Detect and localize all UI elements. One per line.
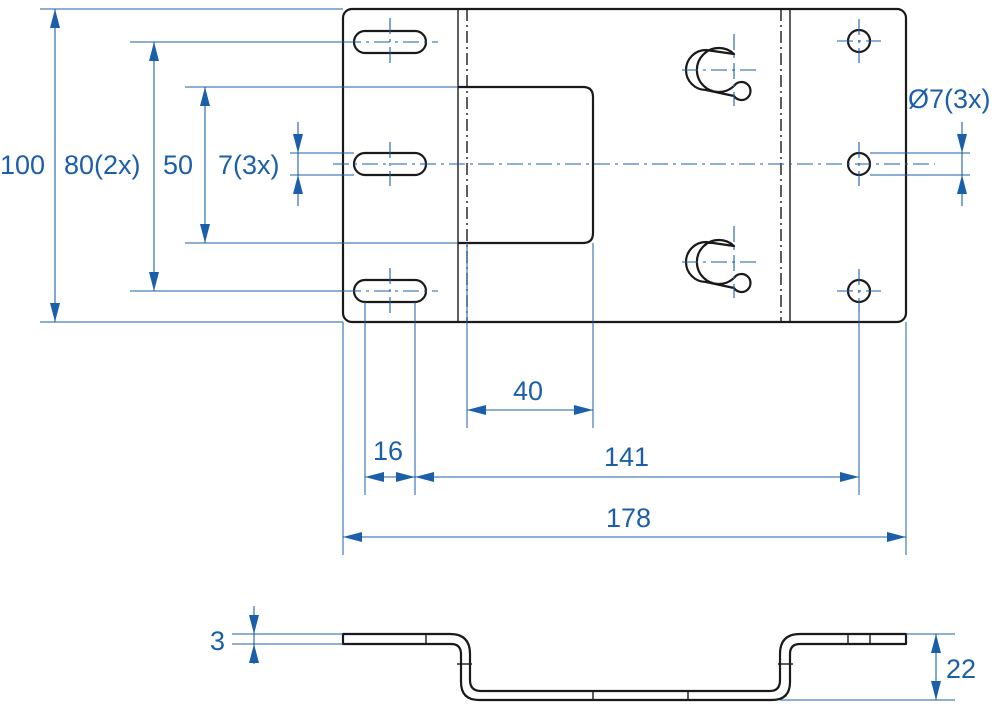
keyhole-bottom: [684, 238, 752, 294]
side-view: [341, 632, 908, 702]
label-offset-depth: 22: [946, 654, 976, 684]
profile-outline: [341, 632, 908, 702]
label-hole-diameter: Ø7(3x): [908, 84, 991, 114]
rectangular-notch: [458, 85, 595, 245]
label-overall-width: 178: [606, 503, 651, 533]
label-notch-height: 50: [163, 150, 193, 180]
label-hole-spacing: 141: [604, 442, 649, 472]
plate-outline: [341, 7, 908, 324]
label-overall-height: 100: [0, 150, 45, 180]
label-thickness: 3: [210, 626, 225, 656]
keyhole-top: [684, 46, 752, 102]
label-slot-length: 16: [373, 436, 403, 466]
label-notch-width: 40: [513, 376, 543, 406]
side-dimensions: 3 22: [210, 606, 976, 701]
front-dimensions: 100 80(2x) 50 7(3x) Ø7(3x) 40 16 141 178: [0, 8, 991, 555]
label-slot-width: 7(3x): [218, 150, 280, 180]
label-slot-pitch: 80(2x): [64, 150, 141, 180]
front-view: [333, 7, 935, 324]
